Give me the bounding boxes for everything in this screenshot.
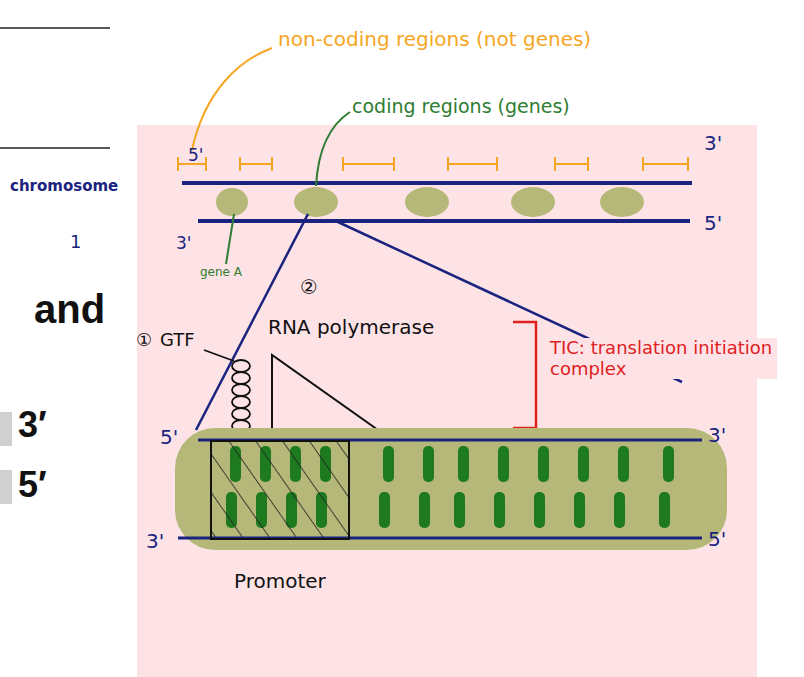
annotation: 1 bbox=[70, 232, 81, 253]
base-pair-tick bbox=[494, 492, 505, 528]
base-pair-tick bbox=[419, 492, 430, 528]
callout-number: ① bbox=[136, 330, 152, 351]
promoter-box: Promoter bbox=[210, 440, 350, 540]
base-pair-tick bbox=[578, 446, 589, 482]
part-name: Promoter bbox=[234, 570, 326, 593]
base-pair-tick bbox=[383, 446, 394, 482]
part-name: RNA polymerase bbox=[268, 316, 434, 339]
annotation: coding regions (genes) bbox=[352, 96, 570, 118]
base-pair-tick bbox=[614, 492, 625, 528]
base-pair-tick bbox=[498, 446, 509, 482]
part-name: chromosome bbox=[10, 178, 118, 195]
base-pair-tick bbox=[538, 446, 549, 482]
strand-end: 3' bbox=[708, 424, 726, 447]
base-pair-tick bbox=[663, 446, 674, 482]
strand-end: 5' bbox=[704, 212, 722, 235]
annotation: non-coding regions (not genes) bbox=[278, 28, 591, 51]
base-pair-tick bbox=[454, 492, 465, 528]
base-pair-tick bbox=[534, 492, 545, 528]
base-pair-tick bbox=[379, 492, 390, 528]
callout-number: ② bbox=[300, 276, 318, 299]
strand-end: 3' bbox=[176, 234, 192, 254]
annotation: TIC: translation initiation complex bbox=[548, 338, 777, 379]
page-text: and bbox=[34, 286, 105, 332]
base-pair-tick bbox=[618, 446, 629, 482]
base-pair-tick bbox=[574, 492, 585, 528]
base-pair-tick bbox=[423, 446, 434, 482]
page-text: 3′ bbox=[18, 404, 47, 445]
strand-end: 3' bbox=[704, 132, 722, 155]
page-text: 5′ bbox=[18, 464, 47, 505]
base-pair-tick bbox=[659, 492, 670, 528]
part-name: gene A bbox=[200, 266, 242, 280]
strand-end: 5' bbox=[708, 528, 726, 551]
strand-end: 3' bbox=[146, 530, 164, 553]
base-pair-tick bbox=[458, 446, 469, 482]
part-name: GTF bbox=[160, 330, 195, 351]
strand-end: 5' bbox=[160, 426, 178, 449]
strand-end: 5' bbox=[188, 146, 204, 166]
